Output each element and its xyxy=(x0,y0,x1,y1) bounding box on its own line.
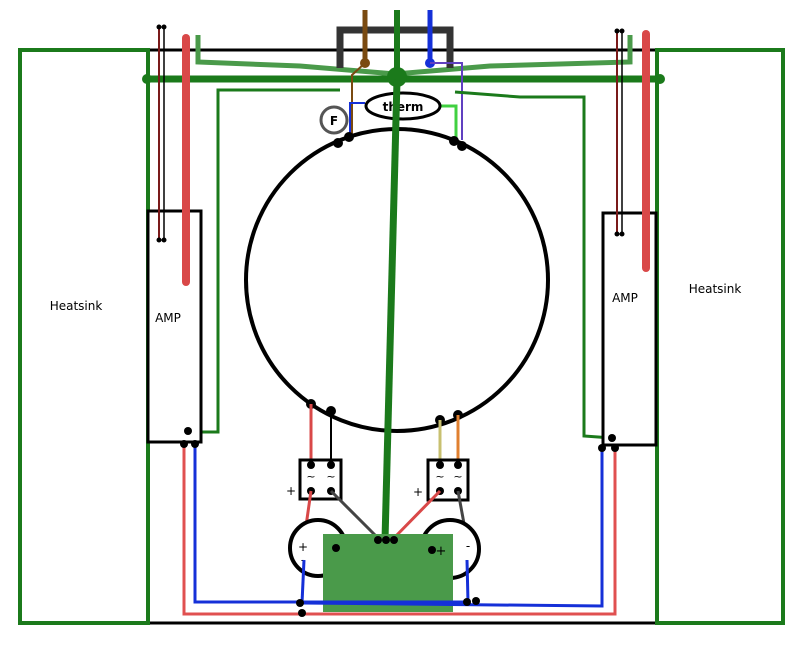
fuse-label: F xyxy=(330,114,338,128)
star-ground-node-1 xyxy=(374,536,382,544)
rail-node-4 xyxy=(472,597,480,605)
ground-to-right-amp xyxy=(454,90,613,440)
heatsink-right xyxy=(655,48,785,625)
star-ground-node-2 xyxy=(382,536,390,544)
amp-left xyxy=(146,209,203,444)
cap-right-blue-drop xyxy=(465,559,470,603)
amp-right-pin-v- xyxy=(598,444,606,452)
amp-left-signal-bottom-2 xyxy=(161,237,167,243)
rail-node-2 xyxy=(296,599,304,607)
amp-right-label: AMP xyxy=(612,291,638,305)
cap-left-blue-drop xyxy=(300,559,306,604)
earth-wire xyxy=(195,35,633,77)
blue-rail-left xyxy=(193,444,468,604)
amp-right-signal-bottom-1 xyxy=(614,231,620,237)
capacitor-right-plus-pin xyxy=(428,546,436,554)
bridge-left-plus-label: + xyxy=(286,484,296,498)
star-ground-node-3 xyxy=(390,536,398,544)
primary-lead-1 xyxy=(333,138,343,148)
capacitor-left-minus-pin xyxy=(332,544,340,552)
amp-left-pin-v- xyxy=(180,440,188,448)
bridge-left-ac2-label: ~ xyxy=(326,470,335,483)
primary-lead-2 xyxy=(344,132,354,142)
rail-node-3 xyxy=(463,598,471,606)
center-ground-wire xyxy=(381,79,401,541)
cap-right-plus-label: + xyxy=(436,544,447,559)
inlet-earth-pin xyxy=(387,67,407,87)
bridge-right-ac2-label: ~ xyxy=(453,470,462,483)
amp-right-signal-bottom-2 xyxy=(619,231,625,237)
amp-right-pin-v+ xyxy=(611,444,619,452)
bridge-left-pin-ac2 xyxy=(327,461,335,469)
cap-right-minus-label: - xyxy=(466,539,470,553)
blue-rail-right xyxy=(301,448,604,608)
amp-left-pin-v+ xyxy=(191,440,199,448)
amp-right-signal-top-1 xyxy=(614,28,620,34)
ground-node-right xyxy=(655,74,665,84)
bridge-right-pin-ac1 xyxy=(436,461,444,469)
amp-right-signal-top-2 xyxy=(619,28,625,34)
brown-mains-wire xyxy=(351,62,366,135)
bridge-left-pin-ac1 xyxy=(307,461,315,469)
heatsink-left xyxy=(18,48,150,625)
amp-left-signal-top-2 xyxy=(161,24,167,30)
purple-mains-wire xyxy=(430,62,463,140)
primary-lead-4 xyxy=(449,136,459,146)
amp-left-pin-gnd xyxy=(184,427,192,435)
amp-left-label: AMP xyxy=(155,311,181,325)
bridge-right-ac1-label: ~ xyxy=(435,470,444,483)
therm-green-lead xyxy=(440,104,458,138)
left-bridge-minus-wire xyxy=(329,489,382,542)
thermistor xyxy=(364,91,442,121)
heatsink-left-label: Heatsink xyxy=(50,299,103,313)
heatsink-right-label: Heatsink xyxy=(689,282,742,296)
primary-lead-3 xyxy=(457,141,467,151)
therm-label: therm xyxy=(383,100,424,114)
amp-right-pin-gnd xyxy=(608,434,616,442)
fuse-symbol xyxy=(319,105,349,135)
amp-left-signal-bottom-1 xyxy=(156,237,162,243)
right-bridge-plus-wire xyxy=(390,489,442,542)
ground-block xyxy=(323,534,453,612)
amp-left-signal-top-1 xyxy=(156,24,162,30)
red-rail xyxy=(182,444,617,616)
bridge-left-ac1-label: ~ xyxy=(306,470,315,483)
ground-to-left-amp xyxy=(188,88,340,434)
ground-node-left xyxy=(142,74,152,84)
bridge-right-plus-label: + xyxy=(413,485,423,499)
cap-left-plus-label: + xyxy=(298,540,308,554)
rail-node-1 xyxy=(298,609,306,617)
bridge-right-pin-ac2 xyxy=(454,461,462,469)
therm-blue-lead xyxy=(349,102,365,135)
